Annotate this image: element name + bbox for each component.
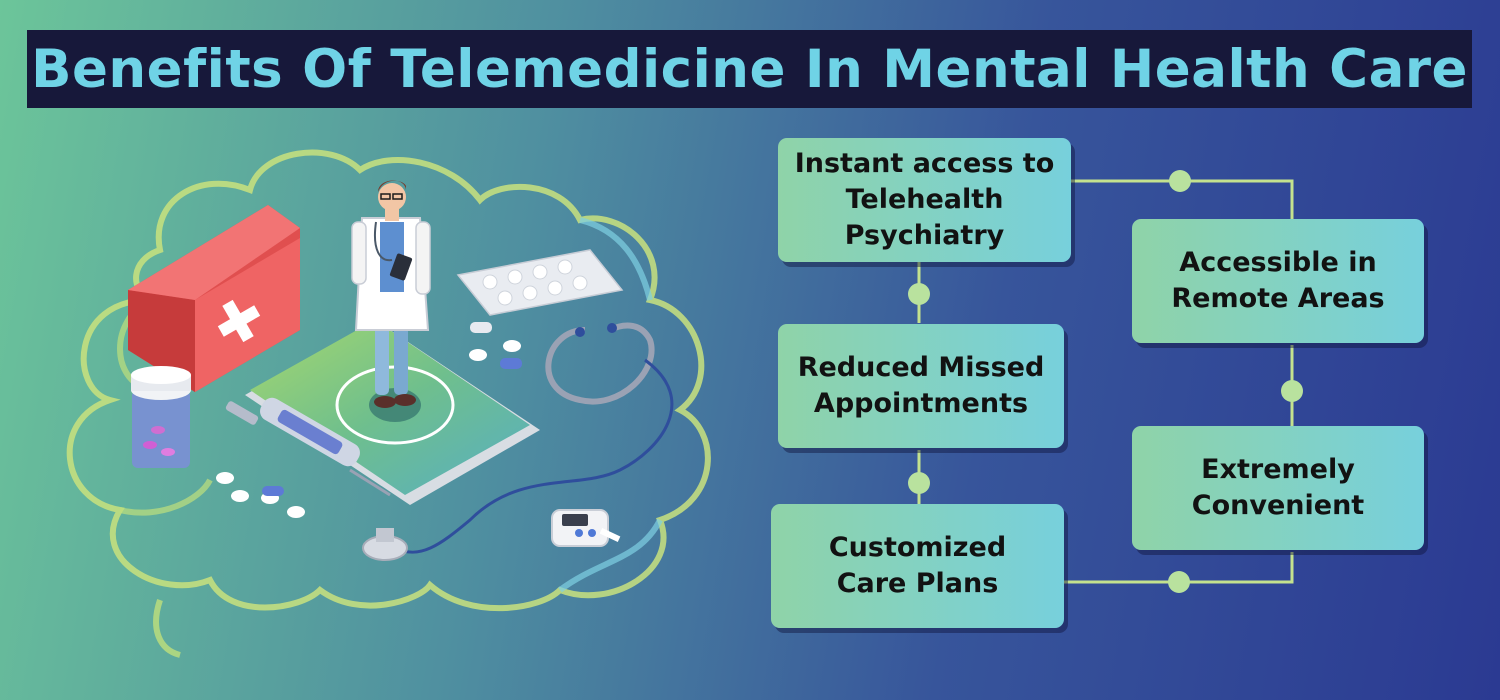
benefit-card-reduced-missed-appointments: Reduced Missed Appointments [778,324,1064,448]
benefit-label: Customized Care Plans [828,532,1007,599]
connector-dot [908,472,930,494]
connector-dot [1169,170,1191,192]
benefit-label: Instant access to Telehealth Psychiatry [794,148,1055,251]
page-title: Benefits Of Telemedicine In Mental Healt… [31,38,1468,100]
stethoscope-icon [362,322,674,561]
benefit-card-extremely-convenient: Extremely Convenient [1132,426,1424,550]
blister-pack-icon [456,249,624,316]
benefit-label: Extremely Convenient [1191,454,1365,521]
pills-icon [216,322,522,518]
connector-dot [908,283,930,305]
benefit-label: Reduced Missed Appointments [797,352,1045,419]
connector-line [1070,179,1294,220]
pill-bottle-icon [131,366,191,468]
brain-outline-icon [66,149,711,658]
benefit-card-customized-care-plans: Customized Care Plans [771,504,1064,628]
doctor-icon [351,180,431,408]
benefit-card-instant-access: Instant access to Telehealth Psychiatry [778,138,1071,262]
telemedicine-illustration [66,149,711,658]
first-aid-kit-icon [128,205,300,392]
syringe-icon [225,397,391,497]
connector-dot [1281,380,1303,402]
benefit-card-accessible-remote-areas: Accessible in Remote Areas [1132,219,1424,343]
title-banner: Benefits Of Telemedicine In Mental Healt… [27,30,1472,108]
glucometer-icon [551,509,621,547]
connector-dot [1168,571,1190,593]
connector-line [1064,552,1294,584]
benefit-label: Accessible in Remote Areas [1171,247,1385,314]
